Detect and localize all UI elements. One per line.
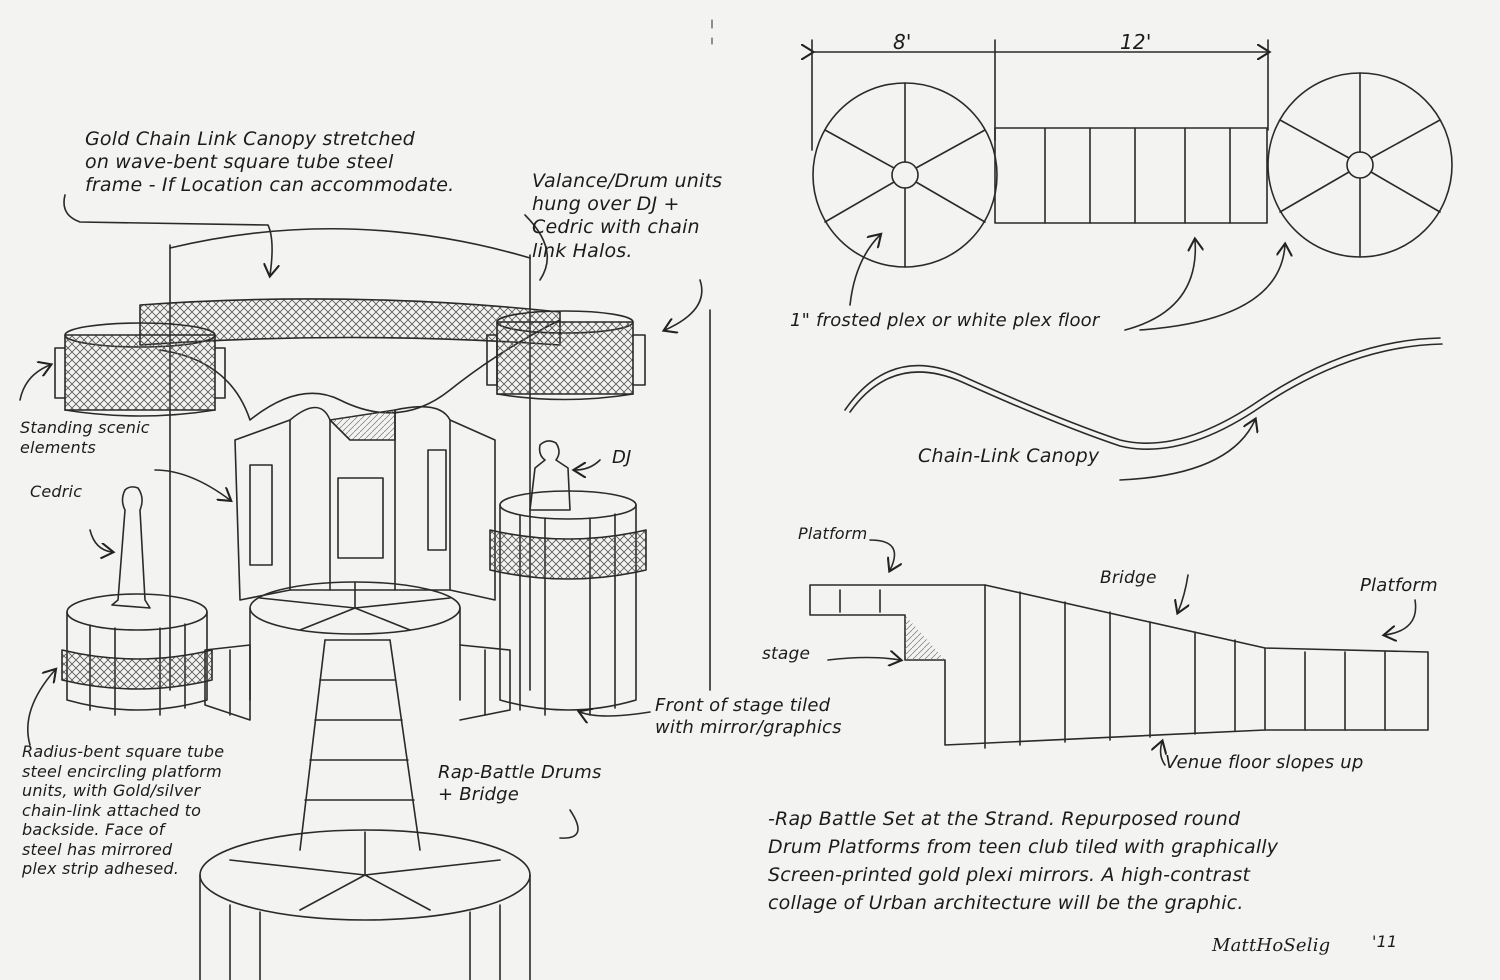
signature: MattHoSelig (1212, 935, 1331, 956)
scenic-note: Standing scenic elements (20, 418, 150, 457)
description-text: -Rap Battle Set at the Strand. Repurpose… (768, 808, 1279, 915)
floor-note: 1" frosted plex or white plex floor (790, 310, 1100, 331)
canopy-note: Gold Chain Link Canopy stretched on wave… (85, 128, 455, 197)
cedric-figure (111, 486, 151, 609)
perspective-sketch (19, 194, 711, 980)
plan-view (812, 39, 1453, 331)
signature-year: '11 (1372, 932, 1398, 951)
left-valance-drum (54, 322, 226, 417)
front-note: Front of stage tiled with mirror/graphic… (655, 695, 842, 738)
left-drum-platform (61, 593, 213, 716)
venue-note: Venue floor slopes up (1165, 752, 1364, 773)
canopy-wave (844, 337, 1443, 481)
bridge-label: Bridge (1100, 568, 1157, 588)
center-platform (204, 581, 511, 721)
platform-left-label: Platform (798, 524, 868, 543)
cedric-label: Cedric (30, 482, 83, 501)
valance-note: Valance/Drum units hung over DJ + Cedric… (532, 170, 723, 262)
scenic-panels (234, 405, 496, 601)
dj-figure (529, 440, 571, 511)
dj-label: DJ (612, 447, 632, 468)
front-drum (199, 829, 531, 980)
elevation-view (809, 539, 1429, 766)
drums-note: Rap-Battle Drums + Bridge (438, 762, 602, 805)
radius-note: Radius-bent square tube steel encircling… (22, 742, 225, 879)
right-valance-drum (486, 310, 646, 401)
bridge (299, 639, 421, 851)
canopy-label: Chain-Link Canopy (918, 445, 1100, 467)
dim-left-label: 8' (893, 30, 912, 54)
dj-drum-platform (489, 490, 647, 716)
stage-label: stage (762, 644, 811, 664)
platform-right-label: Platform (1360, 575, 1438, 596)
dim-right-label: 12' (1120, 30, 1152, 54)
